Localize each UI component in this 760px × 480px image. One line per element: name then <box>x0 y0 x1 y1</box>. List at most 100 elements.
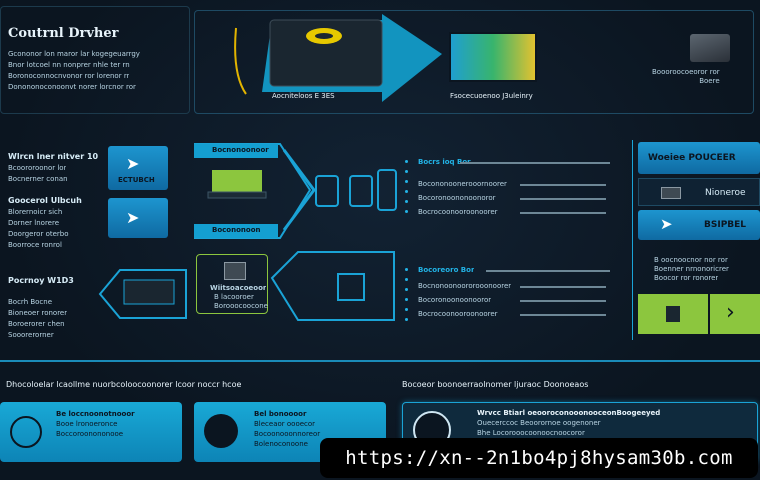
card-3-line-2: Ouecerccoc Beoorornoe oogenoner <box>477 419 601 427</box>
printer-icon <box>661 187 681 199</box>
top-banner <box>0 6 190 114</box>
list-bar-2 <box>486 270 610 272</box>
bottom-heading-left: Dhocoloelar lcaollme nuorbcoloocoonorer … <box>6 380 242 389</box>
page-title: Coutrnl Drvher <box>8 26 119 41</box>
right-line-1: B oocnoocnor nor ror <box>654 256 728 264</box>
card-2-line-3: Bocoonooonnoreor <box>254 430 321 438</box>
drive-caption: Aocniteloos E 3ES <box>272 92 335 100</box>
left-line-3a: Bocrh Bocne <box>8 298 53 306</box>
arrow-icon: ➤ <box>126 208 140 227</box>
drive-illustration <box>234 14 442 102</box>
left-line-3d: Sooorerorner <box>8 331 54 339</box>
bottom-card-1: Be loccnoonotnooor Booe lronoeronce Bocc… <box>0 402 182 462</box>
list-bar-1c <box>520 212 606 214</box>
center-bottom-label: Bocononoon <box>212 226 261 234</box>
left-line-1b: Bocnerner conan <box>8 175 68 183</box>
left-line-3b: Bioneoer ronorer <box>8 309 68 317</box>
left-heading-3: Pocrnoy W1D3 <box>8 276 74 285</box>
intro-line-3: Boronoconnocnvonor ror lorenor rr <box>8 72 130 80</box>
right-card-1-label: Woeiee POUCEER <box>648 153 736 163</box>
right-card-3: ➤ BSIPBEL <box>638 210 760 240</box>
left-device-icon <box>123 279 175 305</box>
tile-device-icon <box>666 306 680 322</box>
center-lower-label-1: Wiitsoacoeoor <box>210 284 267 292</box>
url-watermark-text: https://xn--2n1bo4pj8hysam30b.com <box>345 447 733 469</box>
url-watermark-bar: https://xn--2n1bo4pj8hysam30b.com <box>320 438 758 478</box>
center-lower-label-3: Borooocoocone <box>214 302 268 310</box>
list-item-2a: Bocnonoonoororooonoorer <box>418 282 512 290</box>
floppy-icon-3 <box>377 169 397 211</box>
center-lower-flow <box>270 251 395 321</box>
list-item-2c: Bocrocoonooroonoorer <box>418 310 498 318</box>
green-drive-icon <box>212 170 262 194</box>
chevron-tile: › <box>710 294 760 334</box>
list-item-2b: Bocoronoonoonooror <box>418 296 492 304</box>
green-tile <box>638 294 708 334</box>
monitor-caption: Fsocecuoenoo J3uleinry <box>450 92 533 100</box>
right-bird-icon: ➤ <box>660 215 673 233</box>
list-item-1b: Bocoronoononoonoror <box>418 194 496 202</box>
left-heading-2: Goocerol Ulbcuh <box>8 196 82 205</box>
left-line-2d: Boorroce ronrol <box>8 241 62 249</box>
bottom-heading-right: Bocoeor boonoerraolnomer ljuraoc Doonoea… <box>402 380 589 389</box>
list-bar-1 <box>460 162 610 164</box>
list-item-1c: Bocrocoonooroonoorer <box>418 208 498 216</box>
chevron-right-icon: › <box>726 300 735 325</box>
list-bar-1b <box>520 198 606 200</box>
card-1-line-1: Be loccnoonotnooor <box>56 410 135 418</box>
tray-icon <box>690 34 730 62</box>
list-head-2: Bocoreoro Bor <box>418 266 475 274</box>
tray-caption: Boooroocoeoror ror Boere <box>652 68 720 85</box>
list-item-1a: Bocononoonerooornoorer <box>418 180 507 188</box>
center-top-label: Bocnonoonoor <box>212 146 269 154</box>
monitor-icon <box>449 32 537 82</box>
right-row-2: Nioneroe <box>638 178 760 206</box>
card-2-line-1: Bel bonoooor <box>254 410 307 418</box>
floppy-icon-1 <box>315 175 339 207</box>
card-1-line-2: Booe lronoeronce <box>56 420 118 428</box>
list-bar-2b <box>520 300 606 302</box>
intro-line-1: Gcononor lon maror lar kogegeuarrgy <box>8 50 140 58</box>
intro-line-4: Donononoconoonvt norer lorcnor ror <box>8 83 136 91</box>
right-divider <box>632 140 633 340</box>
right-line-3: Boocor ror ronorer <box>654 274 719 282</box>
left-line-3c: Boroerorer chen <box>8 320 65 328</box>
left-heading-1: Wlrcn lner nitver 10 <box>8 152 99 161</box>
right-card-1: Woeiee POUCEER <box>638 142 760 174</box>
card-2-line-4: Bolenoconoone <box>254 440 308 448</box>
left-line-2a: Blorernoicr sich <box>8 208 63 216</box>
right-card-3-label: BSIPBEL <box>704 220 747 230</box>
card-1-line-3: Boccoroonononooe <box>56 430 124 438</box>
right-line-2: Boenner nrnonoricrer <box>654 265 729 273</box>
left-line-1a: Bcoororoonor lor <box>8 164 67 172</box>
list-dots-bottom <box>404 268 409 328</box>
center-top-flow <box>194 143 397 239</box>
left-card-label: ECTUBCH <box>118 176 155 184</box>
server-icon <box>224 262 246 280</box>
floppy-icon-2 <box>349 175 373 207</box>
card-3-line-1: Wrvcc Btiarl oeooroconooonooceonBoogeeye… <box>477 409 661 417</box>
drive-box <box>269 19 383 87</box>
list-bar-1a <box>520 184 606 186</box>
section-divider <box>0 360 760 362</box>
right-card-2-label: Nioneroe <box>705 188 746 198</box>
left-line-2c: Doorgeror oterbo <box>8 230 69 238</box>
list-bar-2c <box>520 314 606 316</box>
list-dots-top <box>404 160 409 220</box>
left-device-arrow <box>98 269 187 319</box>
disk-icon <box>337 273 365 301</box>
bird-icon: ➤ <box>126 154 140 173</box>
card-1-circle-icon <box>10 416 42 448</box>
left-line-2b: Dorner lnorere <box>8 219 59 227</box>
list-bar-2a <box>520 286 606 288</box>
left-card-bird: ➤ ECTUBCH <box>108 146 168 190</box>
left-card-arrow: ➤ <box>108 198 168 238</box>
card-2-line-2: Bleceaor oooecor <box>254 420 316 428</box>
list-head-1: Bocrs ioq Bor <box>418 158 471 166</box>
intro-line-2: Bnor lotcoel nn nonprer nhle ter rn <box>8 61 130 69</box>
card-3-line-3: Bhe Locorooocoonoocnoocoror <box>477 429 585 437</box>
card-2-disc-icon <box>204 414 238 448</box>
device-frame <box>194 10 754 114</box>
center-lower-card <box>196 254 268 314</box>
